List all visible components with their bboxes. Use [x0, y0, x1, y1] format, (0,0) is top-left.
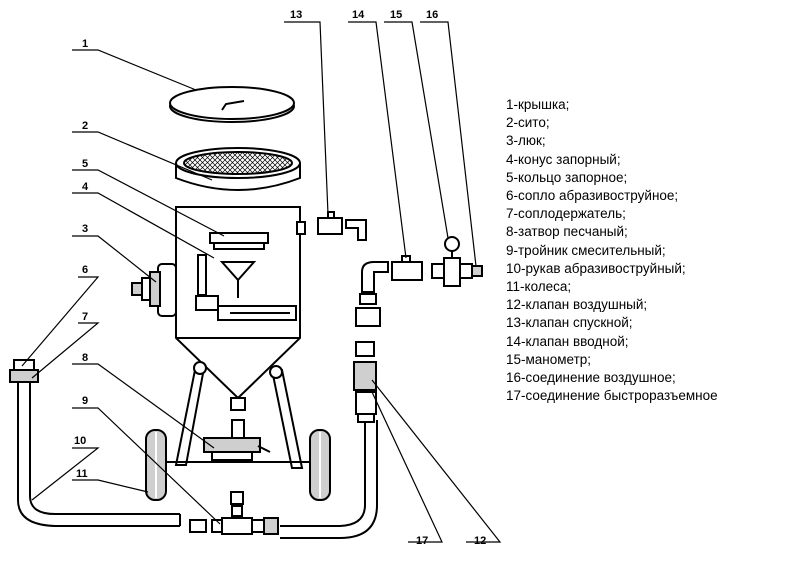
callout-14: 14	[352, 9, 365, 21]
legend-item: 9-тройник смесительный;	[506, 242, 666, 258]
legend-item: 4-конус запорный;	[506, 151, 621, 167]
legend-item: 12-клапан воздушный;	[506, 297, 648, 313]
legend-item: 17-соединение быстроразъемное	[506, 388, 718, 404]
leader-lines	[21, 21, 502, 543]
callout-15: 15	[390, 9, 402, 21]
callout-4: 4	[82, 181, 89, 193]
legend-item: 15-манометр;	[506, 351, 592, 367]
legend-item: 8-затвор песчаный;	[506, 224, 628, 240]
legs-frame	[155, 361, 324, 469]
callout-3: 3	[82, 223, 88, 235]
blast-hose-part	[9, 359, 181, 527]
sieve-part	[175, 147, 301, 191]
legend-item: 16-соединение воздушное;	[506, 370, 676, 386]
mixing-tee-part	[189, 491, 279, 535]
lid-part	[169, 86, 295, 123]
callout-numbers: 1 2 3 4 5 6 7 8 9 10 11 12 13 14 15 16 1…	[74, 9, 486, 547]
drain-valve-part	[317, 211, 367, 241]
callout-9: 9	[82, 395, 88, 407]
callout-8: 8	[82, 352, 88, 364]
callout-12: 12	[474, 535, 486, 547]
wheels-part	[145, 429, 331, 501]
sand-valve-part	[203, 419, 271, 461]
callout-10: 10	[74, 435, 86, 447]
legend-item: 7-соплодержатель;	[506, 206, 626, 222]
legend-item: 6-сопло абразивоструйное;	[506, 188, 679, 204]
legend-item: 3-люк;	[506, 133, 546, 149]
hatch-part	[131, 263, 177, 317]
legend-item: 5-кольцо запорное;	[506, 169, 628, 185]
legend-item: 1-крышка;	[506, 97, 570, 112]
callout-2: 2	[82, 120, 88, 132]
legend-item: 14-клапан вводной;	[506, 333, 629, 349]
legend-item: 2-сито;	[506, 115, 550, 131]
callout-16: 16	[426, 9, 438, 21]
legend-item: 10-рукав абразивоструйный;	[506, 260, 686, 276]
callout-5: 5	[82, 158, 88, 170]
legend-item: 13-клапан спускной;	[506, 315, 633, 331]
callout-13: 13	[290, 9, 302, 21]
callout-6: 6	[82, 264, 88, 276]
callout-1: 1	[82, 38, 88, 50]
inlet-valve-part	[355, 255, 423, 327]
parts-legend: 1-крышка; 2-сито; 3-люк; 4-конус запорны…	[506, 96, 718, 405]
manometer-part	[431, 236, 483, 287]
air-hose-part	[280, 341, 378, 539]
callout-11: 11	[76, 468, 88, 480]
callout-7: 7	[82, 311, 88, 323]
legend-item: 11-колеса;	[506, 279, 572, 295]
callout-17: 17	[416, 535, 428, 547]
